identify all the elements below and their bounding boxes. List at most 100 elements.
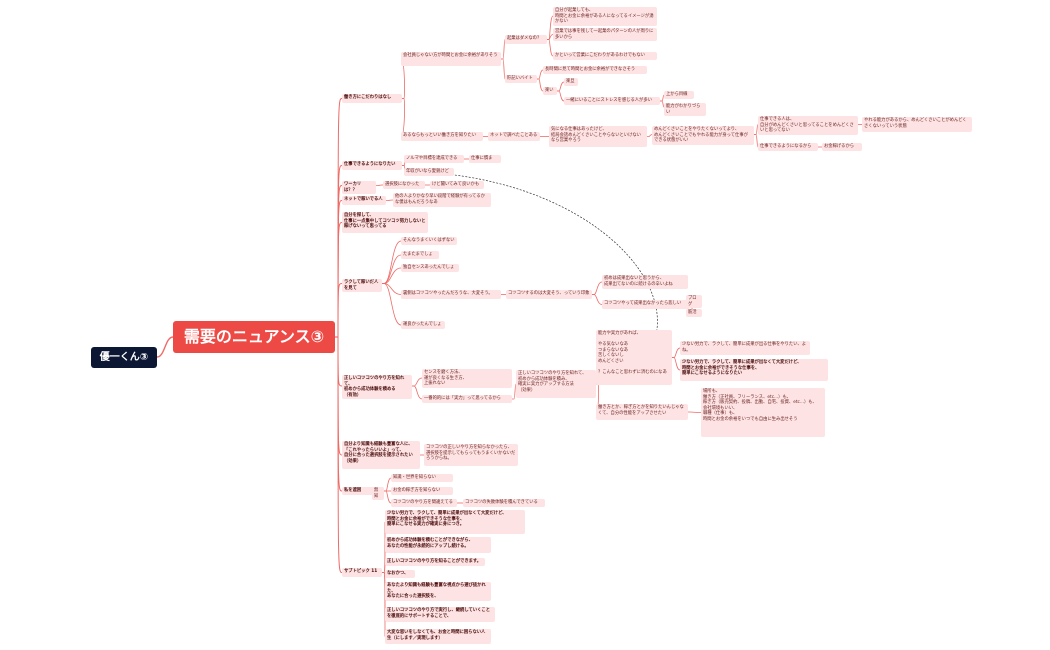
topic-node-b10g[interactable]: 大変な思いをしなくても、お金と時間に困らない人生（にします／実現します） bbox=[385, 629, 491, 644]
connector-b1a1c bbox=[547, 39, 554, 57]
topic-node-b2b[interactable]: 年収がいなら愛鋭けど bbox=[404, 168, 454, 176]
connector-b6d bbox=[382, 283, 402, 295]
topic-node-b6d1b[interactable]: コツコツやって成果出なかったら悲しい bbox=[602, 300, 690, 309]
topic-node-b7c1b[interactable]: 少ない労力で、ラクして、簡単に成果が出なくて大変だけど、 時間とお金に余裕ができ… bbox=[680, 359, 828, 381]
topic-node-b6[interactable]: ラクして稼いだ人を見て bbox=[342, 279, 382, 293]
connector-b6e bbox=[382, 283, 402, 326]
person-node[interactable]: 優一くん③ bbox=[91, 347, 157, 368]
topic-node-b7c2[interactable]: 働き方とか、稼ぎ方とかを知りたいんじゃなくて、自分の性能をアップさせたい bbox=[596, 404, 688, 420]
topic-node-b3a[interactable]: 選択肢になかった bbox=[383, 181, 425, 189]
connector-b1b1a1b bbox=[754, 134, 759, 148]
topic-node-b6d1b1[interactable]: ブログ bbox=[686, 295, 702, 309]
topic-node-b7[interactable]: 正しいコツコツのやり方を知れて、 初めから成功体験を積める （有効） bbox=[342, 375, 412, 400]
topic-node-b1a2b2b[interactable]: 能力がわかりづらい bbox=[664, 103, 706, 117]
topic-node-b6d[interactable]: 裏側はコツコツやったんだろうな、大変そう。 bbox=[401, 290, 501, 299]
connector-person-root bbox=[156, 336, 174, 358]
topic-node-b3[interactable]: ワーカリは？？ bbox=[342, 181, 376, 195]
topic-node-b6a[interactable]: そんなうまくいくはずない bbox=[401, 237, 457, 245]
topic-node-b1b1a[interactable]: 気になる仕事はあったけど、 結局会話めんどくさいことやらないといけないなら営業や… bbox=[549, 126, 647, 147]
topic-node-b6d1a[interactable]: 初めは成果出ないと思うから、 成果出てないのに続けるの辛いよね bbox=[602, 275, 688, 289]
connector-b7c1a bbox=[672, 347, 681, 358]
topic-node-b1a1b[interactable]: 営業では事を残して一起業のパターンの人が周りに多いから bbox=[553, 28, 657, 42]
connector-root-b10 bbox=[337, 336, 343, 573]
connector-b4a bbox=[386, 199, 394, 201]
topic-node-b1a1c[interactable]: かといって営業にこだわりがあるわけでもない bbox=[553, 52, 657, 60]
topic-node-b9a3a[interactable]: コツコツの失敗体験を積んできている bbox=[463, 499, 545, 507]
topic-node-b7c1[interactable]: 能力や実力があれば、 やる気ないなあ つまらないなあ 苦しくないし めんどくさい… bbox=[596, 330, 672, 385]
topic-node-b7c2a[interactable]: 場所も、 働き方（正社員、フリーランス、etc...）も、 稼ぎ方（販売契約、投… bbox=[701, 388, 825, 437]
connector-b9a1 bbox=[384, 477, 392, 492]
topic-node-b1a1[interactable]: 起業はダメなの？ bbox=[505, 35, 547, 44]
connector-b10g bbox=[382, 572, 386, 637]
topic-node-b9a[interactable]: 無知 bbox=[372, 487, 384, 501]
connector-b6d1a bbox=[592, 281, 603, 295]
topic-node-b9a1[interactable]: 知識・世界を知らない bbox=[391, 474, 453, 482]
topic-node-b1b[interactable]: あるならもっといい働き方を知りたい bbox=[401, 132, 483, 141]
topic-node-b5[interactable]: 自分を探して、 仕事に一点集中してコツコツ努力しないと稼げないって思ってる bbox=[342, 212, 428, 233]
connector-b1b bbox=[400, 98, 405, 137]
connector-b1a2b2b bbox=[660, 100, 665, 108]
central-topic[interactable]: 需要のニュアンス③ bbox=[173, 321, 335, 353]
topic-node-b4[interactable]: ネットで稼いでる人 bbox=[342, 196, 386, 205]
connector-b6a bbox=[382, 240, 402, 284]
topic-node-b10a[interactable]: 少ない労力で、ラクして、簡単に成果が出なくて大変だけど、 時間とお金に余裕ができ… bbox=[385, 510, 525, 534]
topic-node-b8a[interactable]: コツコツの正しいやり方を知らなかったら、 選択肢を提示してもらってもうまくいかな… bbox=[424, 444, 518, 466]
topic-node-b1[interactable]: 働き方にこだわりはなし bbox=[342, 94, 402, 103]
topic-node-b7b[interactable]: 一番的的には「実力」って思ってるから bbox=[422, 395, 512, 403]
topic-node-b1a[interactable]: 会社員じゃない方が時間とお金に余裕がありそう bbox=[401, 52, 501, 66]
topic-node-b1a2b2a[interactable]: 上から目線 bbox=[664, 91, 694, 99]
topic-node-b6c[interactable]: 独自センスあったんでしょ bbox=[401, 264, 459, 272]
topic-node-b9[interactable]: 私を遮困 bbox=[342, 487, 374, 495]
connector-b1a2b bbox=[537, 78, 544, 92]
topic-node-b4a[interactable]: 他の人よりかなり早い段階で経験が有ってるかな僕はもんだろうなあ bbox=[393, 193, 491, 207]
topic-node-b7a[interactable]: センスを磨く方法、 運が良くなる生き方、 上振れない bbox=[422, 369, 512, 388]
topic-node-b10e[interactable]: あなたより知識も経験も豊富な視点から選び抜かれた、 あなたに合った選択肢を、 bbox=[385, 582, 491, 601]
topic-node-b6d1b2[interactable]: 筋活 bbox=[686, 309, 702, 317]
topic-node-b2[interactable]: 仕事できるようになりたい bbox=[342, 161, 402, 170]
topic-node-b9a2[interactable]: お金の稼ぎ方を知らない bbox=[391, 487, 453, 495]
topic-node-b7c1a[interactable]: 少ない労力で、ラクして、簡単に成果が出る仕事をやりたい、よね。 bbox=[680, 341, 810, 355]
connector-b9a3 bbox=[384, 490, 392, 504]
connector-b7c bbox=[512, 383, 517, 400]
connector-b1a2b1 bbox=[557, 81, 565, 92]
connector-b7c2a bbox=[688, 411, 702, 413]
topic-node-b1a2b[interactable]: 楽い bbox=[543, 87, 557, 95]
connector-root-b6 bbox=[337, 283, 343, 338]
connector-b7b bbox=[412, 385, 423, 400]
topic-node-b8[interactable]: 自分より知識も経験も豊富な人に、 「これやったらいいよ」って、 自分に合った選択… bbox=[342, 441, 420, 469]
topic-node-b6b[interactable]: たまたまでしょ bbox=[401, 251, 439, 259]
connector-b7a bbox=[412, 377, 423, 387]
topic-node-b3a1[interactable]: けど聞いてみて良いかも bbox=[430, 181, 484, 189]
connector-b1b1a1 bbox=[647, 134, 653, 137]
topic-node-b1a2b2[interactable]: 一緒にいることにストレスを感じる人が多い bbox=[564, 97, 660, 105]
topic-node-b2a1[interactable]: 仕事に慣ま bbox=[469, 155, 501, 163]
topic-node-b7c[interactable]: 正しいコツコツのやり方を知れて、 初めから成功体験を積み、 確実に実力がアップす… bbox=[516, 370, 596, 398]
topic-node-b10[interactable]: サブトピック 11 bbox=[342, 568, 382, 577]
topic-node-b1b1a1a[interactable]: 仕事できる人は、 自分がめんどくさいと思ってることをめんどくさいと思ってない bbox=[758, 116, 858, 135]
topic-node-b2a[interactable]: ノルマや目標を達成できる bbox=[404, 155, 464, 163]
topic-node-b1a2[interactable]: 貯記いバイト bbox=[505, 75, 537, 83]
topic-node-b1b1a1a1[interactable]: やれる能力があるから、めんどくさいことがめんどくさくないっていう状態 bbox=[862, 117, 972, 132]
topic-node-b1a1a[interactable]: 自分が起業しても、 時間とお金に余裕がある人になってるイメージが湧かない bbox=[553, 7, 657, 26]
connector-b3a bbox=[376, 184, 384, 186]
topic-node-b10d[interactable]: なおかつ、 bbox=[385, 570, 415, 578]
topic-node-b10f[interactable]: 正しいコツコツのやり方で実行し、継続していくことを徹底的にサポートすることで、 bbox=[385, 607, 495, 622]
topic-node-b1a2a[interactable]: 長時間に見て時間とお金に余裕ができなさそう bbox=[543, 66, 647, 74]
topic-node-b9a3[interactable]: コツコツのやり方を間違えてる bbox=[391, 499, 457, 507]
connector-b1a2b2 bbox=[557, 90, 565, 102]
relationship-line bbox=[419, 171, 658, 366]
topic-node-b10b[interactable]: 初めから成功体験を積むことができながら、 あなたの性能が永続的にアップし続ける。 bbox=[385, 537, 491, 553]
topic-node-b1b1[interactable]: ネットで調べたことある bbox=[488, 132, 540, 141]
connector-b7c1b bbox=[672, 357, 681, 371]
connector-b6b bbox=[382, 254, 402, 284]
connector-b6d1b bbox=[592, 294, 603, 305]
topic-node-b1b1a1[interactable]: めんどくさいことをやりたくないってより、 めんどくさいことでもやれる能力が身って… bbox=[652, 126, 754, 145]
topic-node-b6e[interactable]: 運良かったんでしょ bbox=[401, 321, 445, 329]
topic-node-b1a2b1[interactable]: 楽旦 bbox=[564, 78, 578, 86]
topic-node-b1b1a1b[interactable]: 仕事できるようになるから bbox=[758, 143, 818, 151]
topic-node-b1b1a1b1[interactable]: お金稼げるから bbox=[822, 143, 862, 151]
topic-node-b6d1[interactable]: コツコツするのは大変そう、っていう印象 bbox=[506, 290, 592, 299]
connector-b1a2 bbox=[501, 58, 506, 80]
topic-node-b10c[interactable]: 正しいコツコツのやり方を知ることができます。 bbox=[385, 558, 485, 566]
